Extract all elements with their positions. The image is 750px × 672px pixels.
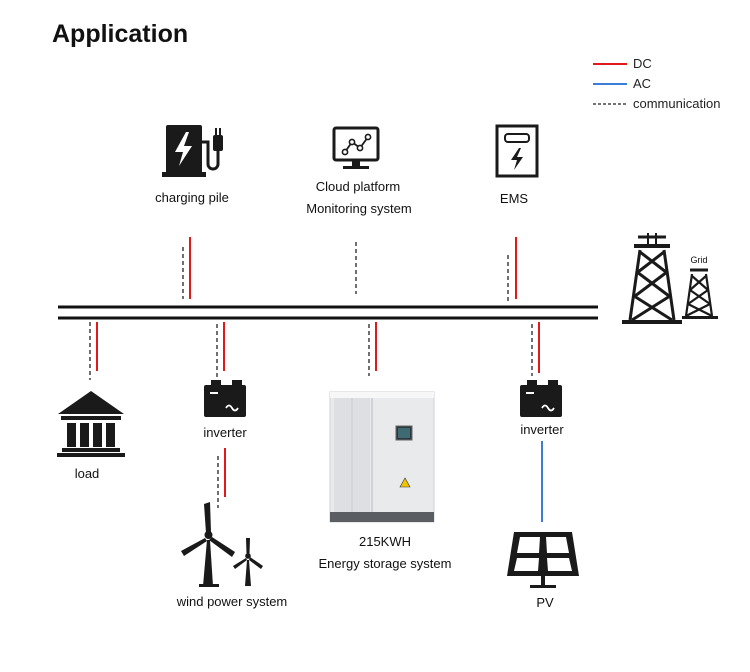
legend-communication-label: communication bbox=[633, 96, 721, 111]
grid-label: Grid bbox=[690, 255, 707, 265]
monitor-icon bbox=[332, 126, 380, 169]
page-title: Application bbox=[52, 20, 189, 48]
energy-storage-cabinet bbox=[329, 391, 435, 523]
ess-capacity-label: 215KWH bbox=[358, 534, 412, 549]
legend-dc-label: DC bbox=[633, 56, 652, 71]
wind-power-label: wind power system bbox=[176, 594, 288, 609]
cloud-platform-label: Cloud platform bbox=[315, 179, 401, 194]
load-building-icon bbox=[57, 391, 125, 457]
charging-pile-icon bbox=[162, 125, 223, 177]
inverter-right-label: inverter bbox=[520, 422, 564, 437]
grid-tower-small-icon bbox=[682, 268, 718, 319]
legend-ac-label: AC bbox=[633, 76, 652, 91]
ems-label: EMS bbox=[499, 191, 529, 206]
ess-name-label: Energy storage system bbox=[318, 556, 452, 571]
inverter-left-label: inverter bbox=[203, 425, 247, 440]
inverter-right-icon bbox=[520, 380, 562, 417]
inverter-left-icon bbox=[204, 380, 246, 417]
charging-pile-label: charging pile bbox=[155, 190, 229, 205]
load-label: load bbox=[74, 466, 100, 481]
pv-panel-icon bbox=[507, 532, 579, 588]
ems-cabinet-icon bbox=[495, 124, 539, 178]
wind-turbine-icon bbox=[181, 502, 263, 587]
pv-label: PV bbox=[536, 595, 554, 610]
monitoring-system-label: Monitoring system bbox=[306, 201, 412, 216]
grid-tower-icon bbox=[622, 233, 682, 324]
